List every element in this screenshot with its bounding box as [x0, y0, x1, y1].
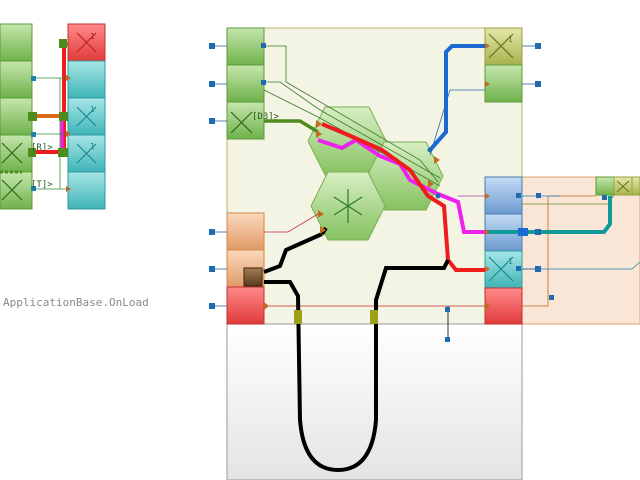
wire-green: [264, 119, 319, 134]
cross-icon: [230, 111, 253, 134]
main-cell[interactable]: [226, 64, 265, 103]
junction-node[interactable]: [28, 148, 36, 157]
port-marker[interactable]: [209, 43, 607, 342]
cross-icon: [488, 256, 514, 282]
cross-icon-index: 1: [90, 105, 95, 114]
main-cell[interactable]: [484, 64, 523, 103]
junction-node[interactable]: [59, 39, 67, 48]
junction-node[interactable]: [28, 112, 37, 121]
main-cell[interactable]: [226, 101, 265, 140]
cross-icon: [1, 142, 23, 201]
left-node[interactable]: 1 1 1: [0, 23, 106, 210]
main-cell[interactable]: [484, 287, 523, 325]
main-cell[interactable]: [226, 286, 265, 325]
left-node-cell: [67, 171, 106, 210]
cross-icon: [76, 32, 97, 53]
left-node-cell: [67, 60, 106, 99]
main-cell[interactable]: [484, 27, 523, 66]
left-node-cell: [0, 134, 33, 173]
port-label-r: [R]>: [31, 143, 53, 153]
port-marker[interactable]: [31, 76, 36, 191]
junction-node[interactable]: [58, 148, 68, 157]
left-node-cell: [0, 97, 33, 136]
connector-block[interactable]: [294, 310, 302, 324]
cross-icon-index: 1: [508, 257, 513, 266]
connector-block[interactable]: [370, 310, 378, 324]
small-node[interactable]: [595, 176, 640, 196]
wire-thin: [32, 77, 68, 190]
cross-icon-index: 1: [90, 32, 95, 41]
junction-node[interactable]: [59, 112, 68, 121]
left-node-cell: [0, 171, 33, 210]
port-label-t: [T]>: [31, 180, 53, 190]
peach-panel[interactable]: [521, 176, 640, 325]
wire-magenta: [317, 137, 485, 234]
cross-icon: [616, 180, 630, 193]
main-cell[interactable]: [226, 212, 265, 251]
main-cell[interactable]: [226, 27, 265, 66]
cross-icon-index: 1: [90, 142, 95, 151]
cross-icon-index: 1: [508, 35, 513, 44]
junction-dot: [427, 147, 441, 199]
cross-icon: [76, 106, 97, 164]
star-icon: [333, 189, 363, 223]
connector-block[interactable]: [243, 267, 263, 287]
connector-block[interactable]: [518, 228, 528, 236]
wire-black: [264, 259, 450, 473]
wire-red: [321, 122, 485, 272]
function-caption: ApplicationBase.OnLoad: [3, 296, 149, 309]
wire-teal: [485, 196, 612, 234]
thin-wires: [214, 45, 640, 340]
small-node-cell: [631, 176, 640, 196]
wire-blue: [428, 44, 485, 152]
cross-icon: [488, 33, 514, 59]
left-node-cell: [0, 23, 33, 62]
port-arrow: [264, 43, 490, 310]
left-node-cell: [0, 60, 33, 99]
small-node-cell: [595, 176, 615, 196]
port-arrow: [66, 75, 71, 192]
port-label-d3: [D3]>: [252, 112, 280, 122]
